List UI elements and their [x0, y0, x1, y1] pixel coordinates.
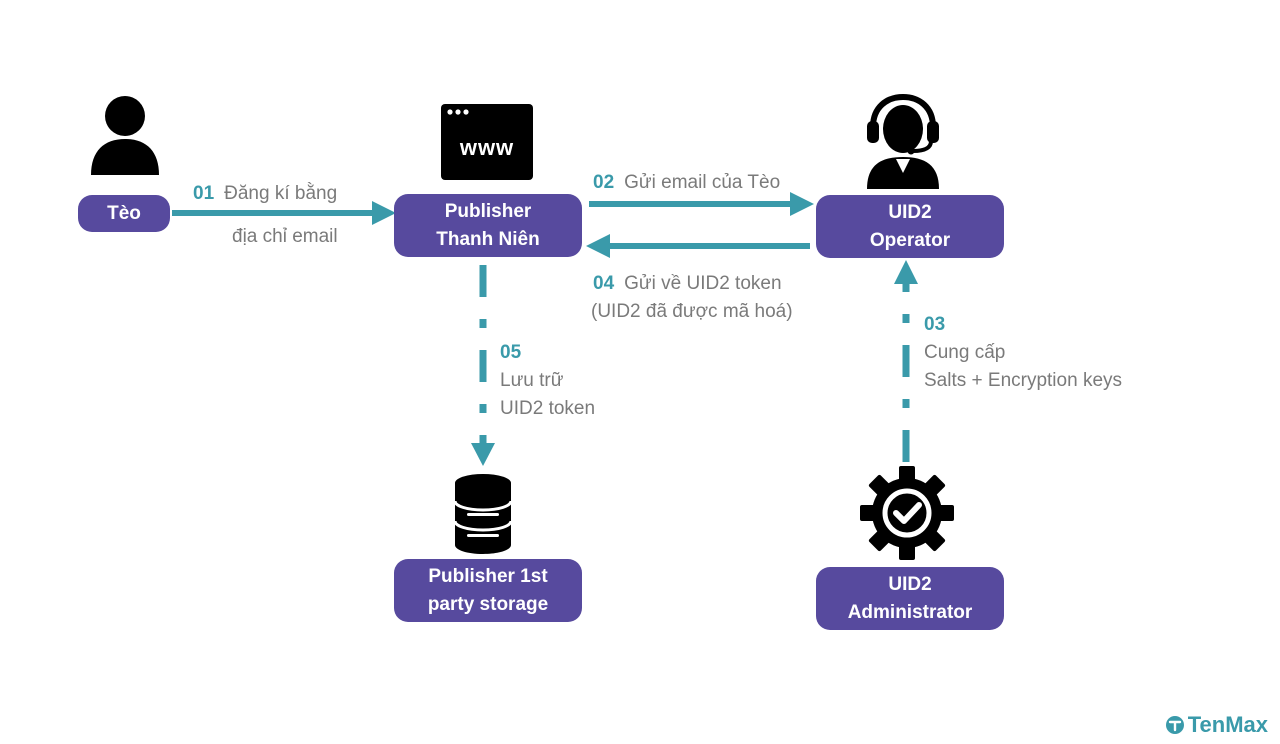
step-01-label: 01 Đăng kí bằng [193, 180, 337, 208]
arrow-02-head [790, 192, 814, 216]
step-03-number: 03 [924, 314, 946, 335]
node-publisher-line2: Thanh Niên [436, 228, 540, 250]
step-04-line2: (UID2 đã được mã hoá) [591, 301, 793, 322]
arrow-04-head [586, 234, 610, 258]
arrow-05-head [471, 443, 495, 466]
step-05-label: 05 Lưu trữ UID2 token [500, 339, 595, 423]
node-storage-line1: Publisher 1st [428, 565, 548, 587]
tenmax-logo-text: TenMax [1187, 712, 1268, 737]
node-teo-label: Tèo [107, 202, 141, 224]
headset-operator-icon [867, 93, 939, 189]
node-teo: Tèo [78, 195, 170, 232]
step-05-number: 05 [500, 342, 522, 363]
node-storage: Publisher 1st party storage [394, 559, 582, 622]
node-storage-line2: party storage [427, 593, 549, 615]
user-icon [91, 96, 159, 175]
node-publisher: Publisher Thanh Niên [394, 194, 582, 257]
node-publisher-line1: Publisher [444, 200, 532, 222]
node-administrator-line1: UID2 [888, 573, 932, 595]
step-02-label: 02 Gửi email của Tèo [593, 169, 780, 197]
gear-check-icon [860, 466, 954, 560]
arrow-03-head [894, 260, 918, 284]
step-02-line1: Gửi email của Tèo [624, 172, 781, 193]
www-text: www [459, 135, 514, 160]
step-01-number: 01 [193, 183, 215, 204]
step-02-number: 02 [593, 172, 615, 193]
step-04-label-line2: (UID2 đã được mã hoá) [591, 298, 793, 326]
step-01-line2: địa chỉ email [232, 226, 338, 247]
step-03-line2: Salts + Encryption keys [924, 370, 1123, 391]
step-01-label-line2: địa chỉ email [232, 223, 338, 251]
step-03-label: 03 Cung cấp Salts + Encryption keys [924, 311, 1122, 395]
node-administrator-line2: Administrator [847, 601, 973, 623]
database-icon [453, 474, 513, 554]
step-03-line1: Cung cấp [924, 342, 1006, 363]
step-04-label: 04 Gửi về UID2 token [593, 270, 782, 298]
tenmax-logo: TenMax [1165, 712, 1268, 738]
tenmax-logo-icon [1165, 716, 1184, 734]
node-administrator: UID2 Administrator [816, 567, 1004, 630]
step-04-line1: Gửi về UID2 token [624, 273, 782, 294]
step-05-line2: UID2 token [500, 398, 596, 419]
step-04-number: 04 [593, 273, 615, 294]
node-operator: UID2 Operator [816, 195, 1004, 258]
node-operator-line2: Operator [869, 229, 951, 251]
step-01-line1: Đăng kí bằng [224, 183, 338, 204]
step-05-line1: Lưu trữ [500, 370, 564, 391]
browser-www-icon: www [441, 104, 533, 180]
arrow-01-head [372, 201, 396, 225]
node-operator-line1: UID2 [888, 201, 932, 223]
